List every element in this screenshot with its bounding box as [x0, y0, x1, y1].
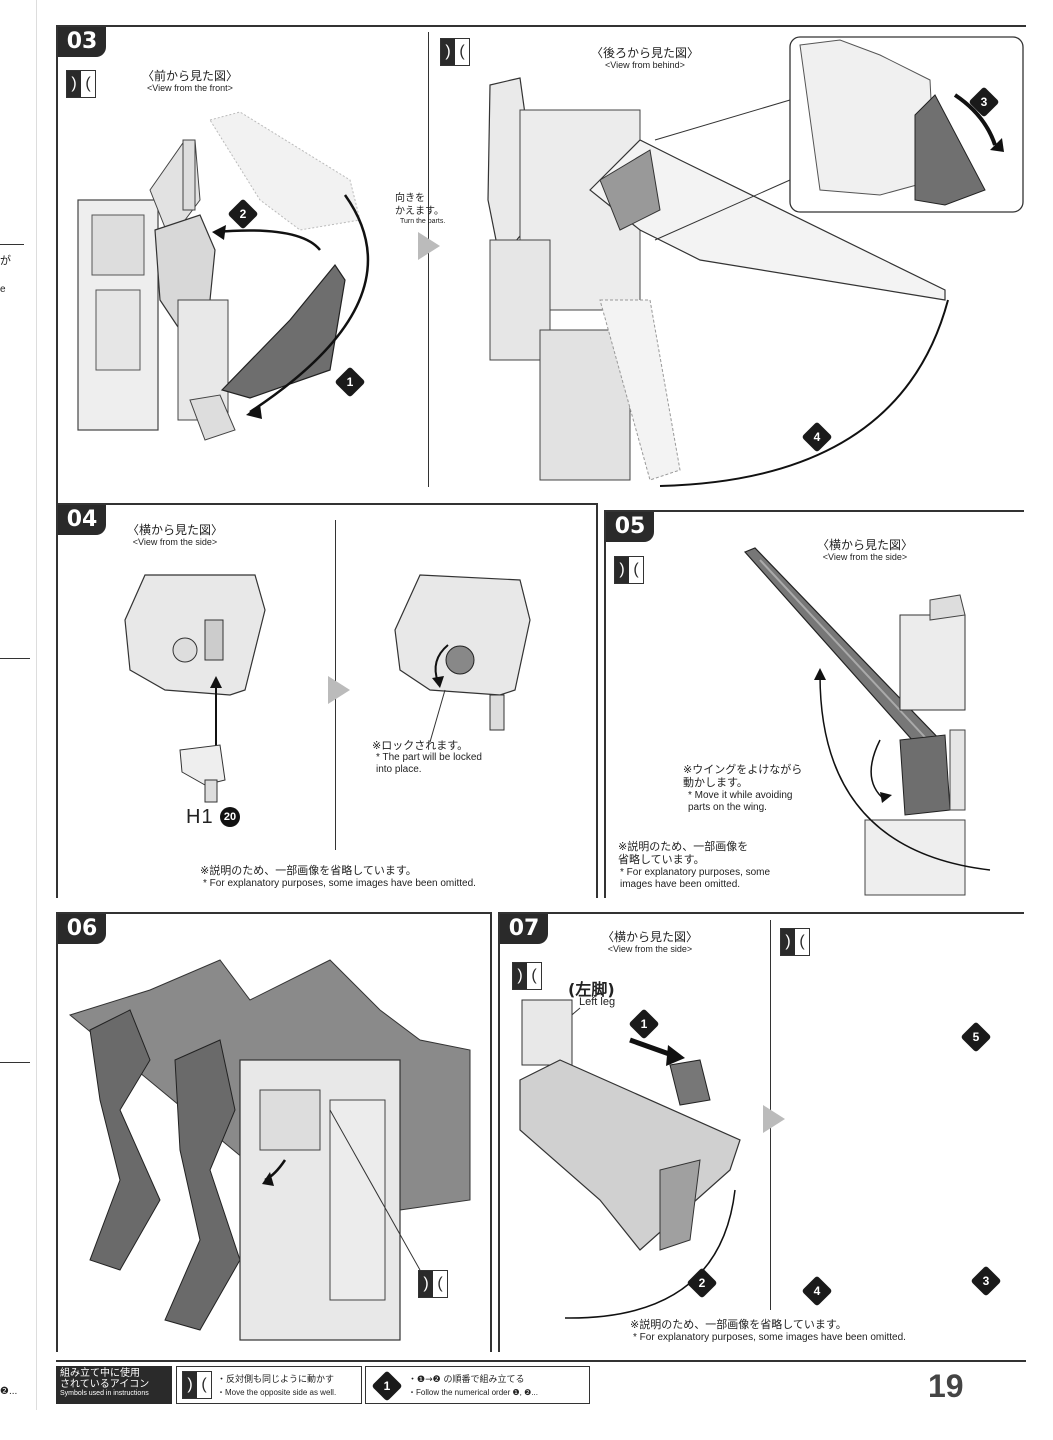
- panel-border: [596, 503, 598, 898]
- panel-border: [56, 25, 1026, 27]
- step-number-04: 04: [58, 505, 106, 535]
- runner-number: 20: [220, 807, 240, 827]
- mirror-side-icon: )(: [440, 38, 470, 66]
- order-badge-1: 1: [371, 1370, 403, 1402]
- mirror-side-icon: )(: [418, 1270, 448, 1298]
- order-badge-3: 3: [970, 1265, 1002, 1297]
- footer-rule: [56, 1360, 1026, 1362]
- turn-parts-en: Turn the parts.: [400, 218, 446, 225]
- panel-border: [498, 912, 500, 1352]
- view-label-jp: 〈横から見た図〉: [601, 930, 698, 944]
- avoid-note-en: * Move it while avoiding parts on the wi…: [688, 790, 793, 813]
- view-label-jp: 〈横から見た図〉: [816, 538, 913, 552]
- panel-border: [604, 510, 1024, 512]
- panel-border: [56, 912, 490, 914]
- view-label-en: <View from the side>: [822, 552, 908, 562]
- step-number-06: 06: [58, 914, 106, 944]
- legend-mirror-box: )( ・反対側も同じように動かす ・Move the opposite side…: [176, 1366, 362, 1404]
- page-number: 19: [928, 1368, 964, 1404]
- left-fragment-text: が: [0, 254, 11, 267]
- legend-mirror-en: ・Move the opposite side as well.: [217, 1388, 337, 1397]
- panel-border: [490, 912, 492, 1352]
- panel-border: [56, 912, 58, 1352]
- left-fragment-text: e: [0, 284, 6, 295]
- left-leg-en: Left leg: [579, 996, 616, 1008]
- view-label-jp: 〈後ろから見た図〉: [590, 46, 699, 60]
- left-fragment-rule: [0, 658, 30, 659]
- left-fragment-text: ❷...: [0, 1386, 18, 1397]
- omit-note-en: * For explanatory purposes, some images …: [203, 878, 476, 889]
- legend-order-en: ・Follow the numerical order ❶, ❷...: [408, 1388, 538, 1397]
- legend-order-jp: ・❶→❷ の順番で組み立てる: [408, 1375, 525, 1385]
- view-label-en: <View from the side>: [607, 944, 693, 954]
- lock-note-en: * The part will be locked into place.: [376, 752, 482, 775]
- next-arrow: [763, 1105, 785, 1133]
- turn-parts-jp: 向きを かえます。: [395, 193, 444, 217]
- left-fragment-rule: [0, 1062, 30, 1063]
- omit-note-en: * For explanatory purposes, some images …: [633, 1332, 906, 1343]
- view-label-jp: 〈横から見た図〉: [126, 523, 223, 537]
- symbols-legend-jp: 組み立て中に使用 されているアイコン: [60, 1368, 150, 1390]
- order-badge-2: 2: [686, 1267, 718, 1299]
- panel-border: [56, 503, 596, 505]
- next-arrow: [328, 676, 350, 704]
- mirror-side-icon: )(: [614, 556, 644, 584]
- left-fragment-rule: [0, 244, 24, 245]
- order-badge-1: 1: [628, 1008, 660, 1040]
- left-leg-jp: (左脚): [568, 980, 615, 999]
- step-number-05: 05: [606, 512, 654, 542]
- mirror-side-icon: )(: [512, 962, 542, 990]
- part-label: H1: [186, 806, 214, 828]
- next-arrow: [418, 232, 440, 260]
- order-badge-5: 5: [960, 1021, 992, 1053]
- omit-note-jp: ※説明のため、一部画像を 省略しています。: [618, 840, 749, 866]
- mirror-side-icon: )(: [66, 70, 96, 98]
- mirror-side-icon: )(: [182, 1371, 212, 1399]
- panel-border: [604, 510, 606, 898]
- view-label-en: <View from the side>: [132, 537, 218, 547]
- omit-note-jp: ※説明のため、一部画像を省略しています。: [630, 1318, 847, 1331]
- step-number-07: 07: [500, 914, 548, 944]
- panel-border: [56, 25, 58, 503]
- view-label-jp: 〈前から見た図〉: [141, 69, 238, 83]
- panel-border: [498, 912, 1024, 914]
- mirror-side-icon: )(: [780, 928, 810, 956]
- legend-order-box: 1 ・❶→❷ の順番で組み立てる ・Follow the numerical o…: [365, 1366, 590, 1404]
- lock-note-jp: ※ロックされます。: [372, 739, 469, 752]
- order-badge-4: 4: [801, 1275, 833, 1307]
- step-number-03: 03: [58, 27, 106, 57]
- panel-border: [56, 503, 58, 898]
- view-label-en: <View from behind>: [605, 60, 685, 70]
- symbols-legend-en: Symbols used in instructions: [60, 1390, 149, 1397]
- symbols-legend-title: 組み立て中に使用 されているアイコン Symbols used in instr…: [56, 1366, 172, 1404]
- avoid-note-jp: ※ウイングをよけながら 動かします。: [683, 763, 803, 789]
- view-label-en: <View from the front>: [147, 83, 233, 93]
- omit-note-jp: ※説明のため、一部画像を省略しています。: [200, 864, 417, 877]
- omit-note-en: * For explanatory purposes, some images …: [620, 867, 771, 890]
- legend-mirror-jp: ・反対側も同じように動かす: [217, 1375, 335, 1385]
- page-gutter: [36, 0, 37, 1410]
